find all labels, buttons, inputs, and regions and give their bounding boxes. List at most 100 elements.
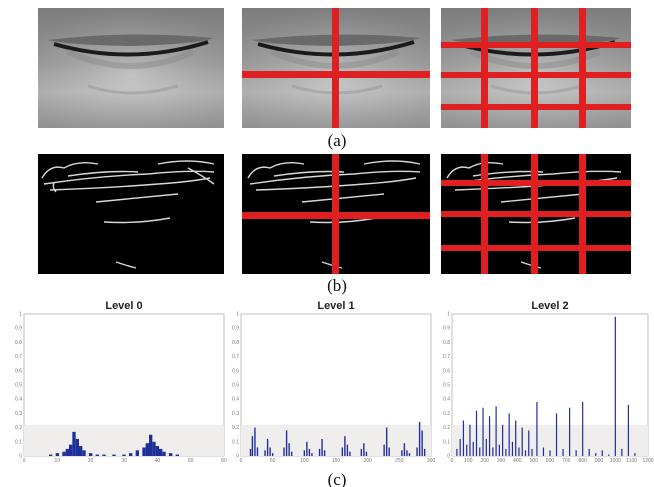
x-tick-label: 200 bbox=[363, 458, 372, 464]
x-tick-label: 600 bbox=[546, 458, 555, 464]
histogram-bar bbox=[155, 446, 159, 456]
histogram-bar bbox=[502, 424, 504, 456]
mouth-photo-grid-level-2 bbox=[441, 8, 631, 128]
histogram-bar bbox=[621, 448, 623, 456]
y-tick-label: 0 bbox=[236, 454, 239, 460]
histogram-bar bbox=[569, 407, 571, 456]
histogram-bar bbox=[608, 454, 610, 456]
x-tick-label: 50 bbox=[270, 458, 276, 464]
histogram-bar bbox=[306, 441, 308, 456]
histogram-bar bbox=[528, 430, 530, 456]
caption-c: (c) bbox=[327, 470, 347, 487]
y-tick-label: 0.6 bbox=[232, 368, 239, 374]
x-tick-label: 700 bbox=[562, 458, 571, 464]
histogram-bar bbox=[162, 451, 166, 456]
y-tick-label: 1 bbox=[236, 312, 239, 318]
y-tick-label: 0 bbox=[19, 454, 22, 460]
histogram-bar bbox=[536, 402, 538, 456]
histogram-bar bbox=[383, 444, 385, 456]
histogram-bar bbox=[505, 448, 507, 456]
histogram-bar bbox=[408, 453, 411, 456]
y-tick-label: 0.3 bbox=[232, 411, 239, 417]
histogram-bar bbox=[344, 436, 346, 456]
y-tick-label: 0.8 bbox=[232, 340, 239, 346]
histogram-bar bbox=[145, 443, 149, 456]
x-tick-label: 100 bbox=[464, 458, 473, 464]
histogram-bar bbox=[479, 447, 481, 456]
histogram-bar bbox=[55, 453, 59, 456]
histogram-bar bbox=[79, 446, 83, 456]
x-tick-label: 800 bbox=[578, 458, 587, 464]
histogram-bar bbox=[152, 441, 156, 456]
y-tick-label: 0.5 bbox=[232, 383, 239, 389]
histogram-bar bbox=[423, 448, 426, 456]
x-tick-label: 0 bbox=[451, 458, 454, 464]
histogram-bar bbox=[288, 443, 290, 456]
y-tick-label: 0.8 bbox=[443, 340, 450, 346]
histogram-bar bbox=[421, 430, 423, 456]
histogram-bar bbox=[349, 451, 351, 456]
histogram-bar bbox=[69, 444, 73, 456]
histogram-bar bbox=[283, 447, 285, 456]
y-tick-label: 0.2 bbox=[15, 425, 22, 431]
y-tick-label: 0.1 bbox=[232, 439, 239, 445]
histogram-bar bbox=[266, 438, 269, 456]
y-tick-label: 1 bbox=[447, 312, 450, 318]
histogram-bar bbox=[416, 447, 418, 456]
histogram-bar bbox=[418, 421, 421, 456]
caption-b: (b) bbox=[327, 276, 347, 295]
y-tick-label: 1 bbox=[19, 312, 22, 318]
x-tick-label: 1200 bbox=[642, 458, 653, 464]
edge-map-grid-level-1 bbox=[242, 154, 430, 274]
histogram-bar bbox=[562, 448, 564, 456]
y-tick-label: 0 bbox=[447, 454, 450, 460]
histogram-bar bbox=[249, 448, 252, 456]
caption-a: (a) bbox=[327, 131, 347, 150]
histogram-bar bbox=[75, 438, 79, 456]
histogram-bar bbox=[254, 427, 256, 456]
histogram-bar bbox=[175, 454, 179, 456]
y-tick-label: 0.1 bbox=[15, 439, 22, 445]
histogram-bar bbox=[363, 443, 365, 456]
histogram-bar bbox=[346, 444, 349, 456]
histogram-bar bbox=[482, 407, 484, 456]
y-tick-label: 0.6 bbox=[15, 368, 22, 374]
histogram-bar bbox=[95, 454, 99, 456]
histogram-bar bbox=[614, 316, 616, 456]
histogram-bar bbox=[466, 444, 468, 456]
histogram-bar bbox=[495, 406, 497, 456]
edge-map-grid-level-2 bbox=[441, 154, 631, 274]
mouth-photo-grid-level-1 bbox=[242, 8, 430, 128]
histogram-bar bbox=[601, 450, 603, 456]
histogram-bar bbox=[555, 413, 558, 456]
histogram-bar bbox=[472, 441, 474, 456]
histogram-bar bbox=[264, 450, 266, 456]
x-tick-label: 10 bbox=[55, 458, 61, 464]
histogram-bar bbox=[385, 427, 388, 456]
histogram-bar bbox=[285, 430, 288, 456]
histogram-bar bbox=[475, 410, 478, 456]
y-tick-label: 0.3 bbox=[15, 411, 22, 417]
histogram-bar bbox=[308, 448, 311, 456]
histogram-bar bbox=[290, 451, 293, 456]
histogram-bar bbox=[321, 438, 323, 456]
histogram-bar bbox=[318, 448, 321, 456]
histogram-bar bbox=[360, 448, 363, 456]
histogram-bar bbox=[323, 450, 326, 456]
histogram-bar bbox=[549, 450, 551, 456]
histogram-bar bbox=[469, 424, 471, 456]
y-tick-label: 0.7 bbox=[15, 354, 22, 360]
histogram-bar bbox=[303, 450, 306, 456]
x-tick-label: 60 bbox=[221, 458, 227, 464]
histogram-title: Level 0 bbox=[105, 300, 142, 312]
histogram-bar bbox=[511, 441, 514, 456]
x-tick-label: 300 bbox=[497, 458, 506, 464]
y-tick-label: 0.4 bbox=[232, 397, 239, 403]
histogram-bar bbox=[462, 420, 465, 456]
histogram-bar bbox=[459, 438, 461, 456]
x-tick-label: 1100 bbox=[626, 458, 637, 464]
histogram-bar bbox=[169, 453, 173, 456]
histogram-bar bbox=[488, 416, 491, 456]
